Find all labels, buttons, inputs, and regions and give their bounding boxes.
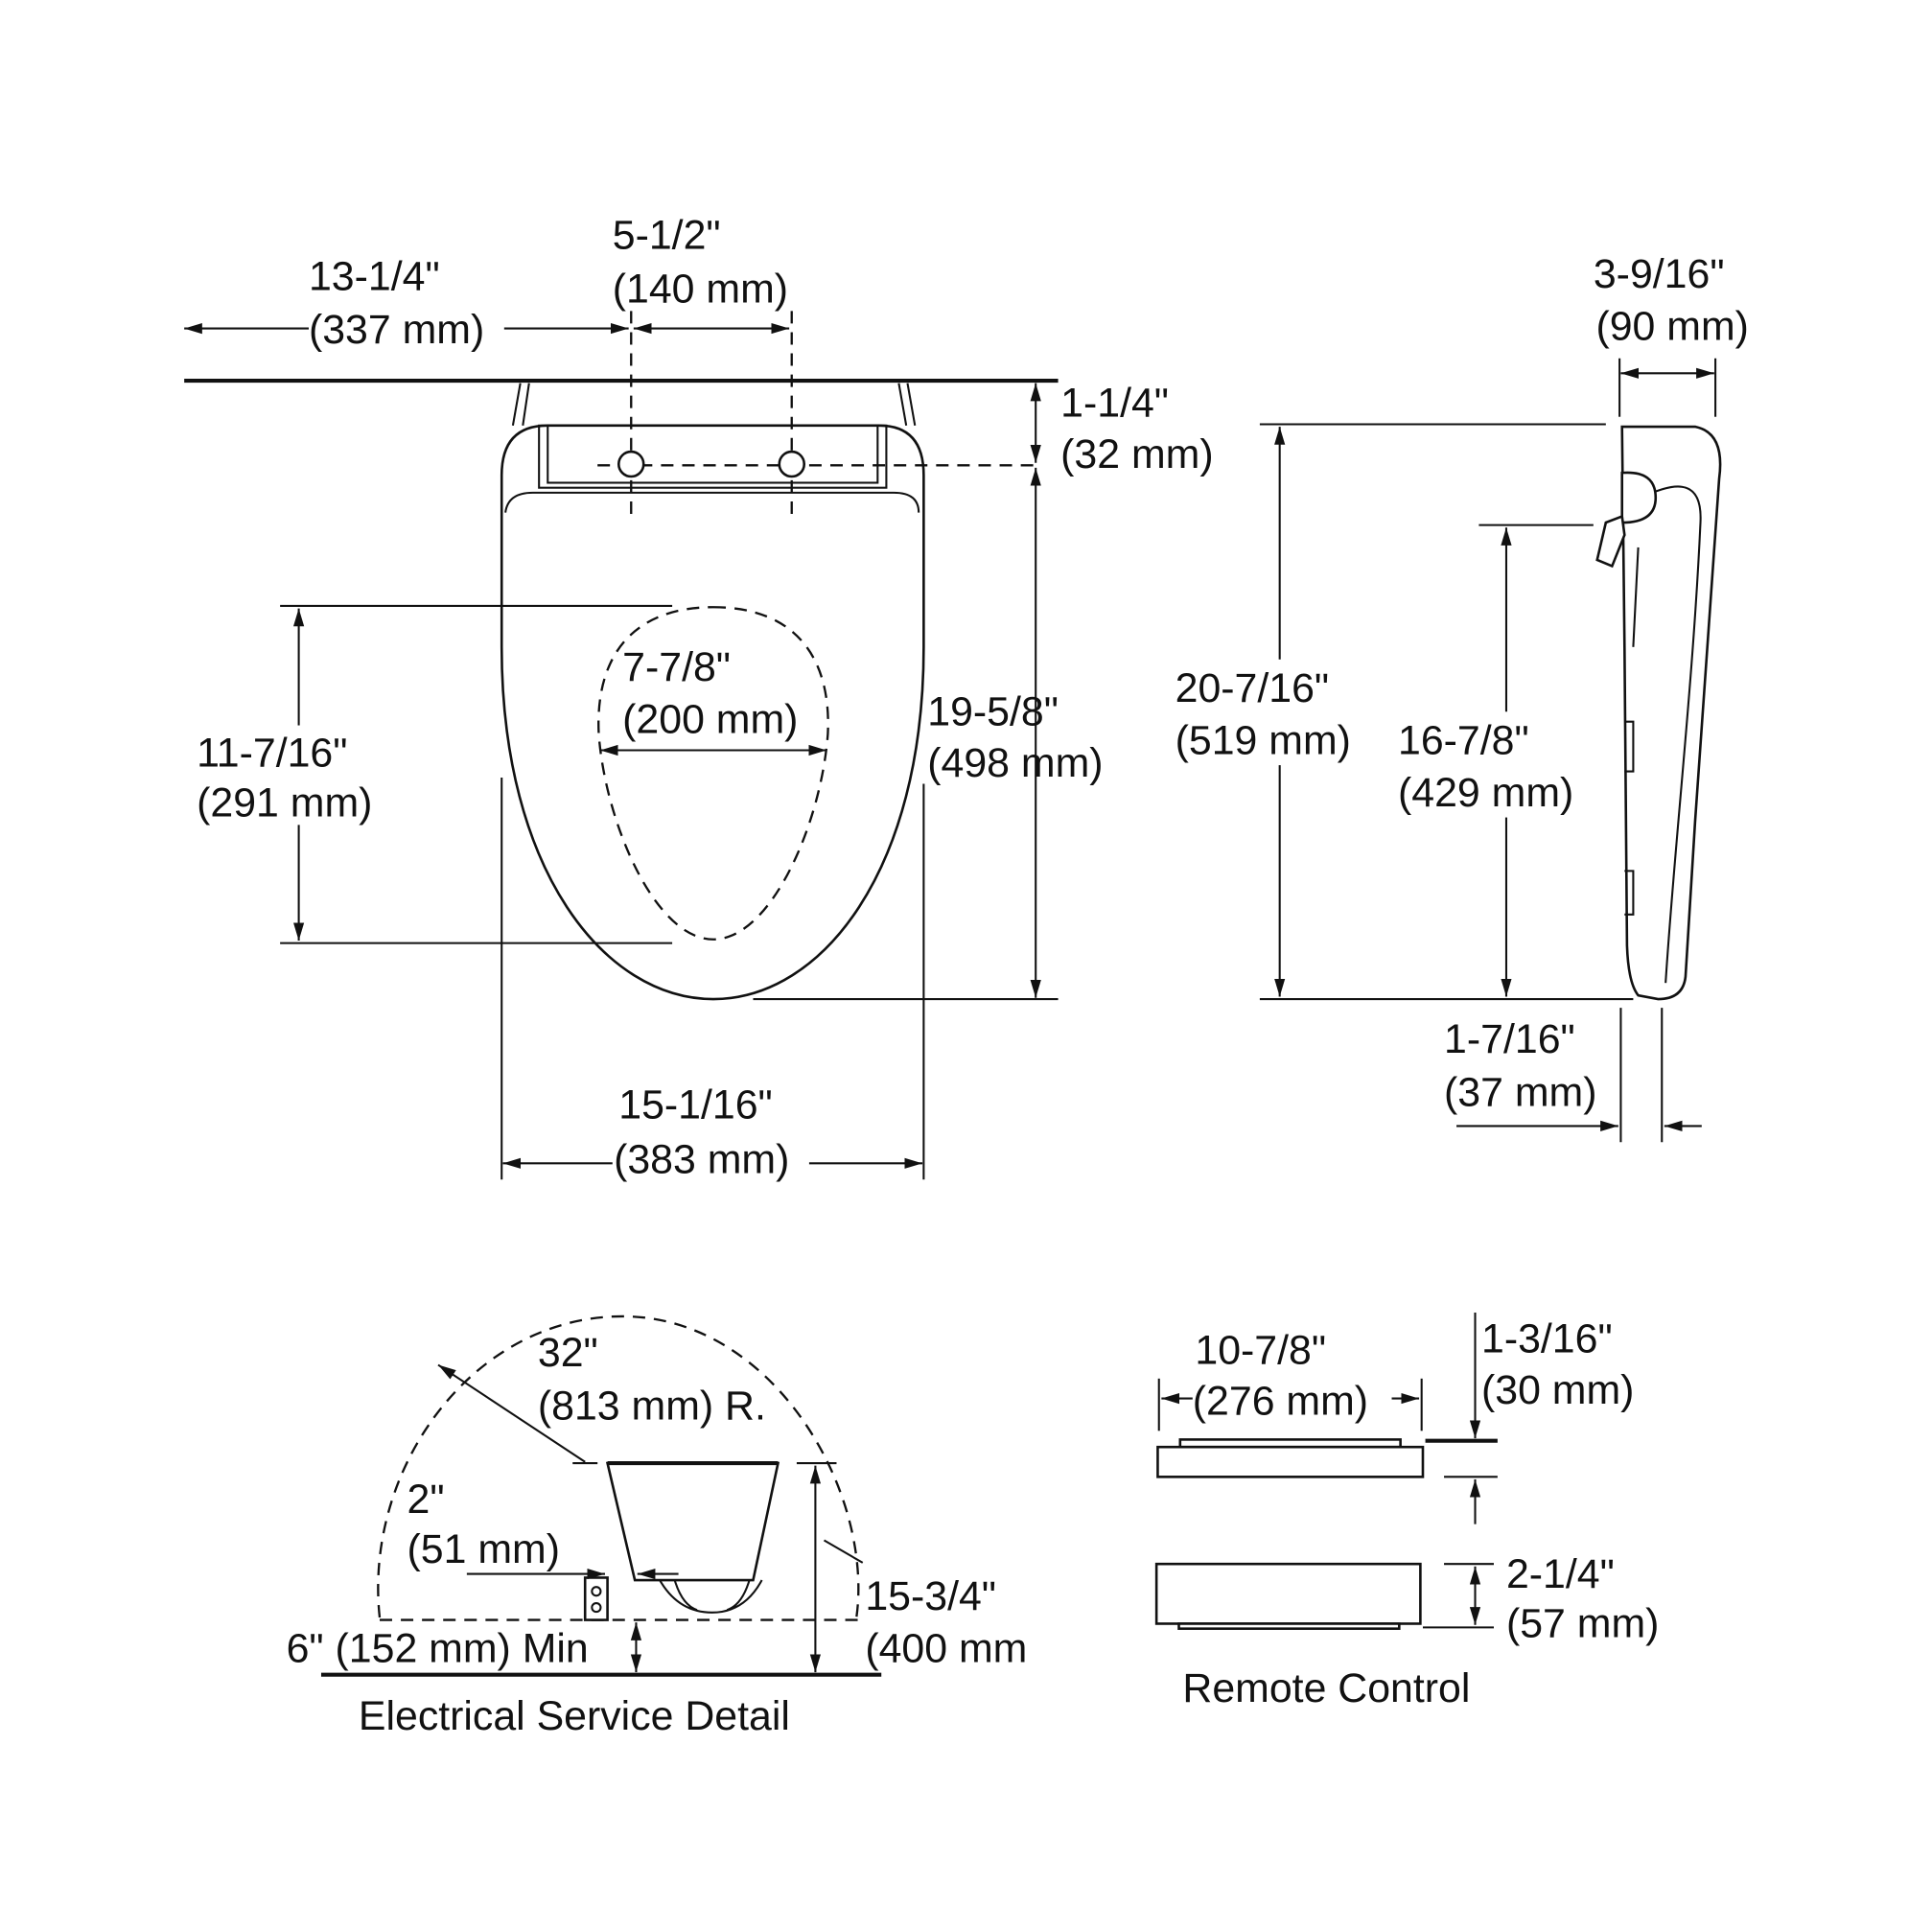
electrical-service-detail: 32" (813 mm) R. 2" (51 mm) 15-3/4" (400 …: [287, 1314, 1027, 1739]
outlet-socket: [591, 1602, 602, 1614]
dim-label: 1-3/16": [1481, 1316, 1613, 1362]
dim-label: 2-1/4": [1506, 1551, 1615, 1597]
bracket-profile: [1595, 514, 1626, 569]
dim-label: 32": [538, 1330, 598, 1376]
dim-label: (51 mm): [407, 1526, 560, 1572]
dim-label: (400 mm: [865, 1626, 1027, 1672]
bolt-hole-left: [617, 450, 645, 478]
dim-label: (57 mm): [1506, 1601, 1659, 1647]
dim-label: (383 mm): [614, 1137, 789, 1183]
dim-label: 11-7/16": [197, 730, 347, 776]
bolt-hole-right: [778, 450, 806, 478]
toilet-elevation: [605, 1461, 780, 1582]
top-view: 13-1/4" (337 mm) 5-1/2" (140 mm) 1-1/4" …: [184, 213, 1214, 1183]
dim-label: 1-7/16": [1444, 1016, 1575, 1062]
dim-label: (32 mm): [1060, 431, 1213, 477]
dim-label: (813 mm) R.: [538, 1384, 766, 1430]
electrical-outlet: [583, 1576, 609, 1621]
side-view: 3-9/16" (90 mm) 20-7/16" (519 mm) 16-7/8…: [1170, 251, 1749, 1143]
remote-side-view: [1156, 1445, 1425, 1478]
dim-label: 1-1/4": [1060, 381, 1169, 427]
label-mask: [1391, 711, 1597, 818]
radius-arrow: [437, 1363, 586, 1463]
dim-label: (90 mm): [1595, 303, 1748, 349]
dim-label: (37 mm): [1444, 1070, 1596, 1116]
remote-front-view: [1154, 1562, 1422, 1625]
dim-label: 15-1/16": [618, 1082, 773, 1128]
dim-label: (200 mm): [622, 696, 798, 742]
dim-label: 7-7/8": [622, 644, 731, 690]
dim-label: 5-1/2": [613, 213, 721, 259]
dim-label: 15-3/4": [865, 1573, 996, 1619]
toilet-base: [659, 1579, 763, 1614]
seat-opening: [597, 606, 829, 941]
hinge-posts: [511, 383, 917, 426]
dim-label: 10-7/8": [1195, 1327, 1326, 1373]
service-radius-arc: [377, 1314, 860, 1618]
dim-label: 20-7/16": [1175, 665, 1330, 711]
dim-label: (140 mm): [613, 266, 788, 312]
detail-title: Remote Control: [1182, 1665, 1470, 1711]
dim-label: 2": [407, 1477, 445, 1523]
dim-label: 6" (152 mm) Min: [287, 1626, 589, 1672]
dim-label: (276 mm): [1193, 1378, 1368, 1424]
dim-label: (498 mm): [927, 740, 1103, 786]
dim-label: 13-1/4": [309, 253, 440, 299]
lid-profile: [1640, 485, 1702, 984]
label-mask: [186, 725, 399, 826]
seat-profile: [1620, 425, 1722, 1001]
detail-title: Electrical Service Detail: [359, 1693, 790, 1739]
outlet-socket: [591, 1586, 602, 1597]
dim-label: 16-7/8": [1398, 717, 1529, 763]
remote-bottom-edge: [1177, 1622, 1401, 1630]
lid-edge: [504, 491, 920, 513]
seat-edge: [1624, 547, 1640, 916]
dim-label: (291 mm): [197, 779, 372, 826]
dim-label: (519 mm): [1175, 717, 1351, 763]
dim-label: (30 mm): [1481, 1367, 1634, 1413]
hinge-profile: [1620, 471, 1658, 524]
label-mask: [1170, 659, 1376, 766]
dim-label: (429 mm): [1398, 770, 1573, 816]
leader-line: [823, 1539, 864, 1564]
dim-label: 19-5/8": [927, 689, 1059, 735]
dim-label: (337 mm): [309, 307, 484, 353]
remote-control-detail: 10-7/8" (276 mm) 1-3/16" (30 mm) 2-1/4" …: [1154, 1313, 1659, 1711]
dim-label: 3-9/16": [1594, 251, 1725, 297]
hinge-cover-inner: [547, 424, 879, 484]
